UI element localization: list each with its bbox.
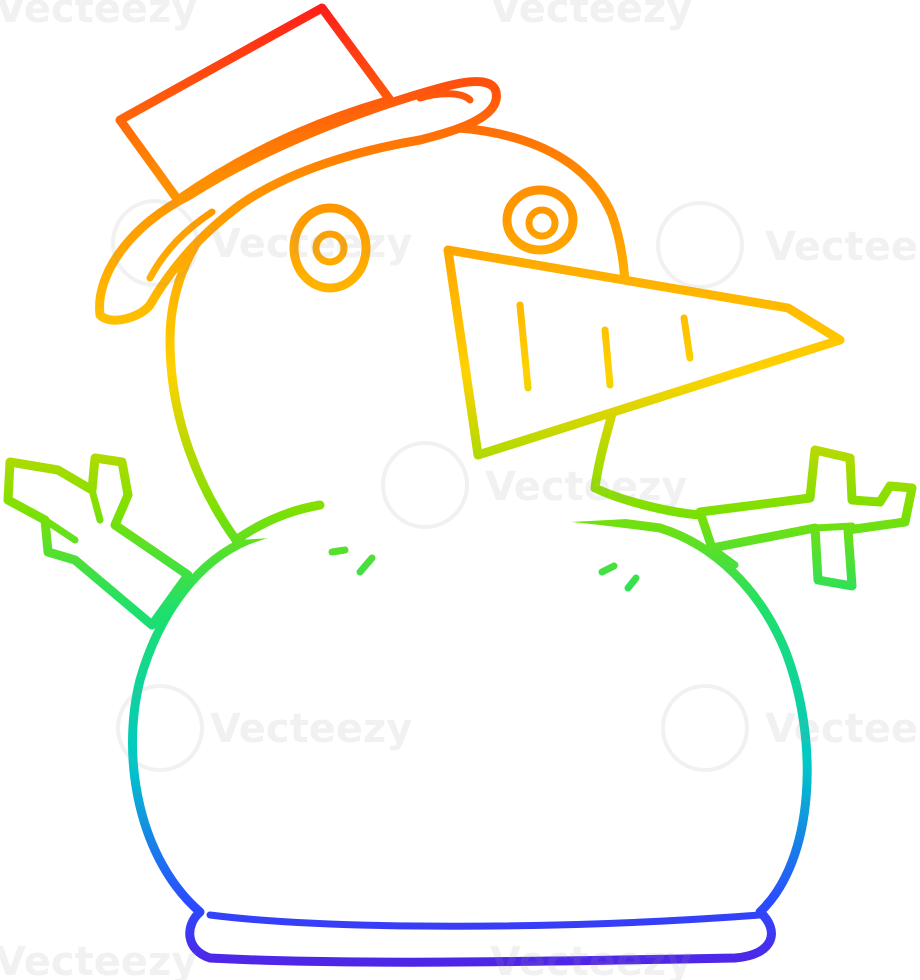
watermark-text-8: Vecteezy [0,939,197,980]
watermark-text-2: Vecteezy [485,464,687,510]
right-eye [502,185,578,255]
snowman-base-line [206,911,764,930]
watermark-text-3: Vecteezy [765,224,920,270]
snowman-shoulder-left [231,500,325,545]
watermark-text-5: Vecteezy [765,706,920,752]
vecteezy-logo-icon [111,199,749,772]
right-arm-branch [695,445,917,591]
watermark-text-6: Vecteezy [0,0,197,32]
left-arm-branch [3,453,193,630]
watermark-text-9: Vecteezy [490,939,692,980]
top-hat [95,3,501,325]
watermark-text-1: Vecteezy [210,221,412,267]
left-eye [289,203,371,293]
watermark-text-4: Vecteezy [210,706,412,752]
watermark-text-7: Vecteezy [490,0,692,32]
carrot-nose [443,245,845,460]
snowman-buttons [328,546,640,592]
